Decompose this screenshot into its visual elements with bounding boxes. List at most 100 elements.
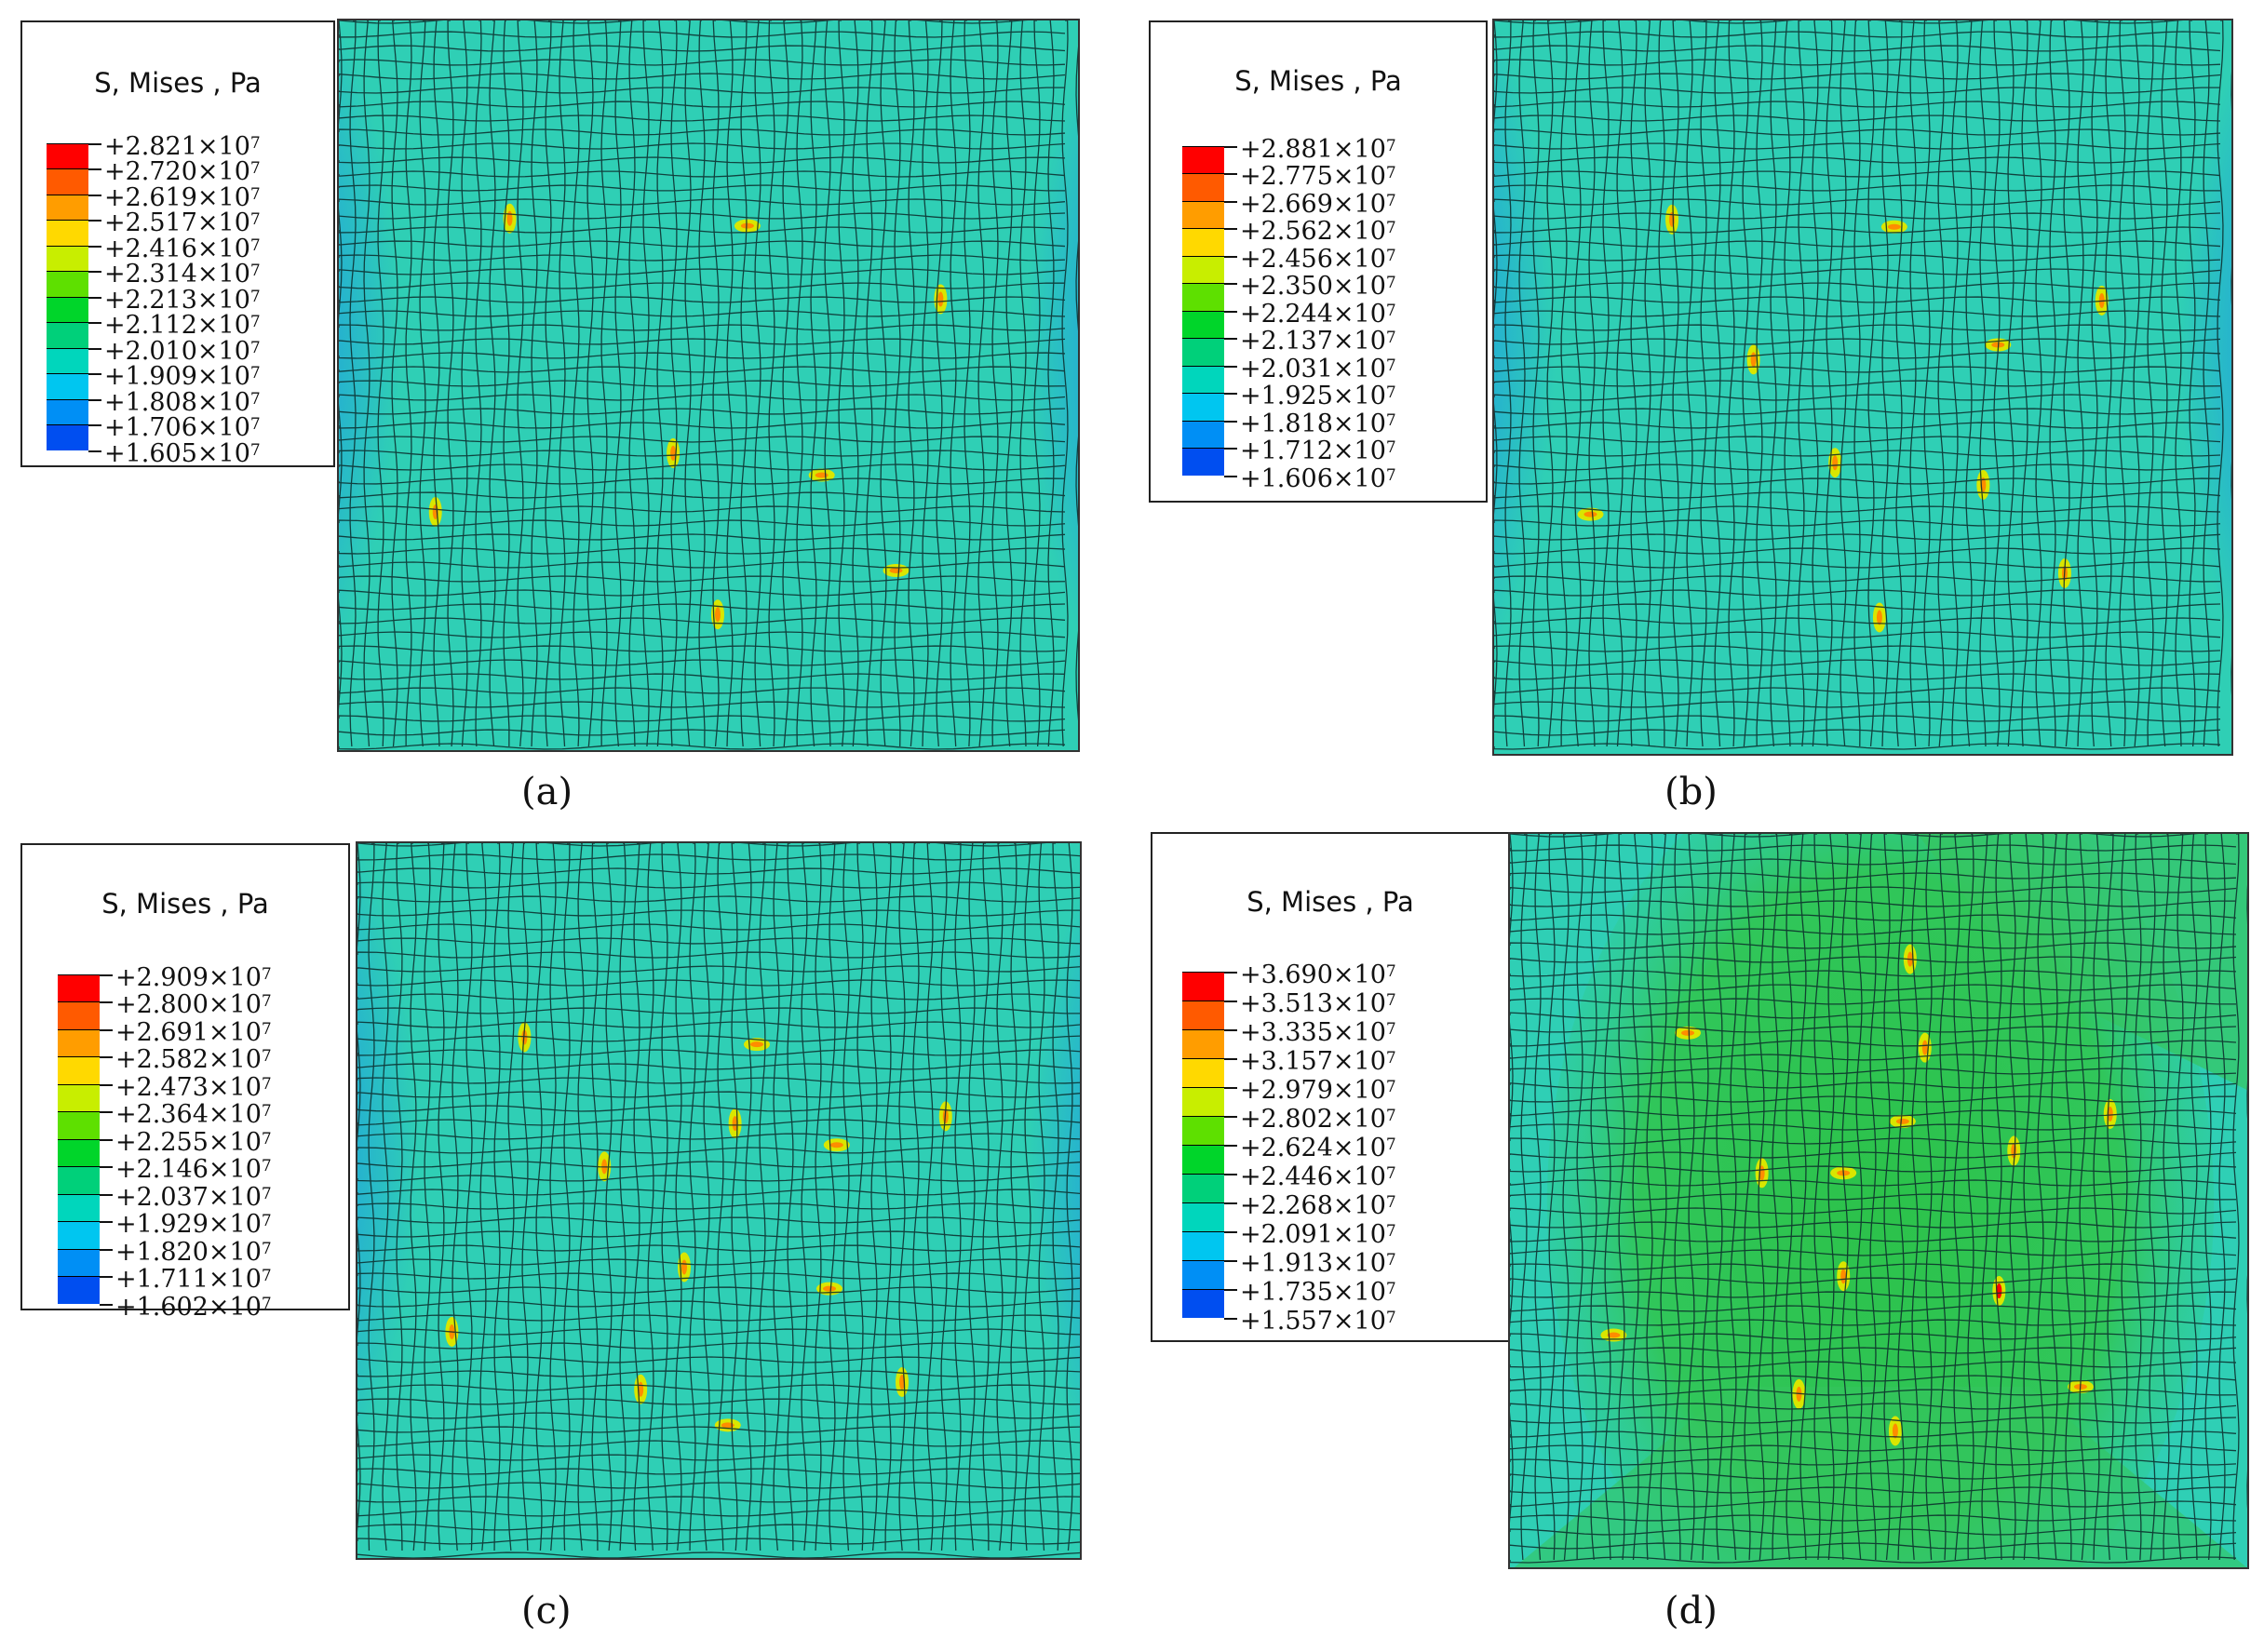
legend-tick <box>1224 228 1237 231</box>
legend-swatch <box>1182 1259 1224 1289</box>
legend-tick <box>1224 1202 1237 1204</box>
legend-swatch <box>47 322 88 348</box>
legend-value: +1.913×107 <box>1240 1248 1396 1278</box>
legend-tick <box>100 1276 113 1279</box>
legend-value: +2.669×107 <box>1240 189 1396 219</box>
legend-value: +2.268×107 <box>1240 1190 1396 1220</box>
mid-stress-region <box>1917 834 2247 1091</box>
legend-value: +2.037×107 <box>115 1182 272 1212</box>
legend-value: +1.557×107 <box>1240 1306 1396 1336</box>
legend-tick <box>1224 145 1237 148</box>
legend-tick <box>1224 255 1237 258</box>
legend-title: S, Mises , Pa <box>1247 886 1414 918</box>
legend-value: +2.244×107 <box>1240 299 1396 329</box>
legend-swatch <box>1182 1115 1224 1145</box>
legend-swatch <box>47 347 88 374</box>
stress-hotspot-core <box>815 472 829 478</box>
legend-b: S, Mises , Pa +2.881×107+2.775×107+2.669… <box>1149 20 1488 503</box>
fe-mesh-plot-b <box>1492 19 2233 756</box>
legend-swatch <box>1182 393 1224 421</box>
legend-swatch <box>1182 1202 1224 1231</box>
legend-value: +1.808×107 <box>104 387 261 417</box>
legend-swatch <box>1182 448 1224 476</box>
legend-tick <box>100 1248 113 1251</box>
legend-tick <box>1224 1115 1237 1118</box>
legend-value: +2.517×107 <box>104 208 261 238</box>
legend-tick <box>88 450 101 452</box>
legend-swatch <box>58 1056 100 1084</box>
legend-value: +2.314×107 <box>104 260 261 289</box>
stress-hotspot-core <box>1832 455 1839 471</box>
legend-tick <box>1224 338 1237 341</box>
legend-value: +2.562×107 <box>1240 217 1396 247</box>
legend-swatch <box>58 974 100 1002</box>
legend-tick <box>1224 1028 1237 1031</box>
legend-value: +2.821×107 <box>104 131 261 161</box>
fe-mesh-plot-d <box>1508 832 2249 1569</box>
stress-hotspot-core <box>1892 1423 1898 1439</box>
stress-hotspot-core <box>681 1259 687 1275</box>
legend-swatch <box>47 194 88 221</box>
legend-swatch <box>47 398 88 425</box>
stress-hotspot-core <box>1876 610 1882 625</box>
legend-value: +2.137×107 <box>1240 327 1396 356</box>
legend-value: +1.925×107 <box>1240 382 1396 411</box>
legend-value: +1.735×107 <box>1240 1277 1396 1307</box>
legend-title: S, Mises , Pa <box>101 888 269 920</box>
mesh-lines <box>357 843 1080 1558</box>
caption-text: (b) <box>1664 771 1718 813</box>
legend-tick <box>100 1001 113 1004</box>
legend-tick <box>88 322 101 325</box>
legend-tick <box>1224 1259 1237 1262</box>
legend-swatch <box>1182 420 1224 449</box>
legend-value: +2.213×107 <box>104 285 261 315</box>
stress-hotspot-core <box>1996 1283 2002 1299</box>
legend-swatch <box>47 220 88 246</box>
legend-tick <box>1224 1288 1237 1291</box>
legend-value: +3.157×107 <box>1240 1046 1396 1076</box>
caption-b: (b) <box>1664 771 1718 813</box>
legend-tick <box>1224 200 1237 203</box>
legend-tick <box>1224 1317 1237 1320</box>
legend-value: +2.350×107 <box>1240 272 1396 302</box>
legend-value: +3.335×107 <box>1240 1017 1396 1047</box>
legend-value: +1.820×107 <box>115 1237 272 1267</box>
legend-swatch <box>1182 1000 1224 1029</box>
legend-tick <box>88 220 101 222</box>
legend-value: +2.146×107 <box>115 1155 272 1185</box>
legend-tick <box>1224 1144 1237 1147</box>
legend-swatch <box>58 1248 100 1277</box>
stress-hotspot-core <box>829 1142 843 1148</box>
legend-swatch <box>1182 310 1224 339</box>
legend-tick <box>1224 1057 1237 1060</box>
legend-tick <box>88 398 101 401</box>
legend-tick <box>88 424 101 427</box>
legend-tick <box>1224 448 1237 450</box>
legend-tick <box>88 347 101 350</box>
legend-value: +2.691×107 <box>115 1017 272 1047</box>
caption-d: (d) <box>1664 1590 1718 1632</box>
stress-hotspot-core <box>1921 1040 1928 1055</box>
legend-tick <box>1224 1000 1237 1002</box>
legend-c: S, Mises , Pa +2.909×107+2.800×107+2.691… <box>20 843 350 1321</box>
stress-hotspot-core <box>740 222 754 229</box>
legend-swatch <box>1182 365 1224 394</box>
legend-value: +2.720×107 <box>104 157 261 187</box>
stress-hotspot-core <box>889 568 903 573</box>
legend-swatch <box>1182 228 1224 256</box>
mid-stress-region <box>1514 1387 2247 1567</box>
caption-c: (c) <box>521 1590 572 1632</box>
legend-swatch <box>58 1276 100 1304</box>
fe-mesh-plot-c <box>356 841 1082 1560</box>
legend-swatch <box>1182 1086 1224 1116</box>
legend-swatch <box>47 271 88 297</box>
legend-a: S, Mises , Pa +2.821×107+2.720×107+2.619… <box>20 20 335 467</box>
legend-swatch <box>1182 1144 1224 1174</box>
stress-hotspot-core <box>2107 1106 2113 1121</box>
legend-swatch <box>47 168 88 195</box>
legend-swatch <box>1182 200 1224 229</box>
caption-text: (a) <box>521 771 573 813</box>
legend-swatch <box>58 1083 100 1112</box>
caption-text: (c) <box>521 1590 572 1632</box>
stress-hotspot-core <box>721 1422 734 1429</box>
